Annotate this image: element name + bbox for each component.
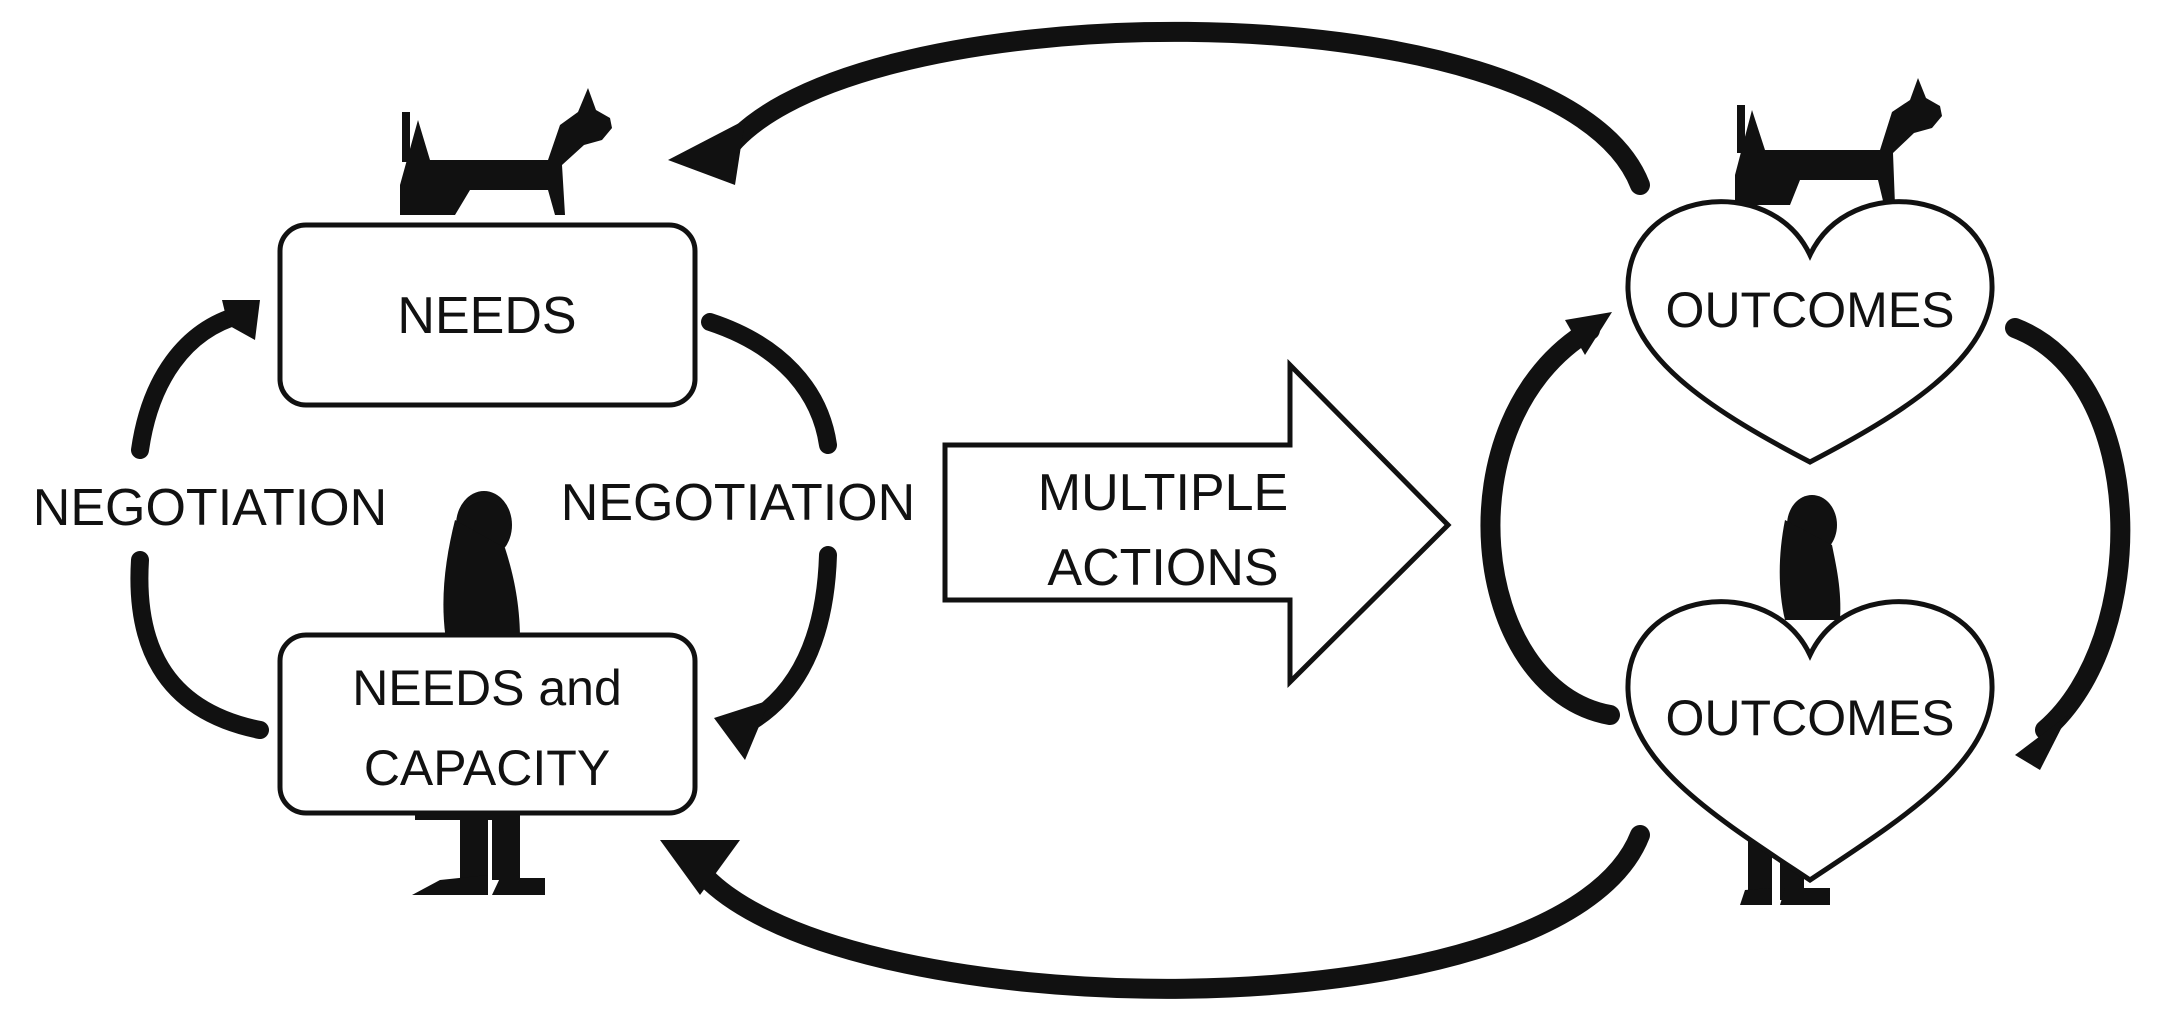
multiple-actions-line1: MULTIPLE (1038, 464, 1288, 522)
dog-silhouette-icon (1735, 78, 1942, 205)
left-negotiation-upper-arc (131, 306, 249, 459)
right-negotiation-upper-arc (701, 313, 837, 454)
left-negotiation-lower-arc (130, 551, 269, 739)
dog-silhouette-icon (400, 88, 612, 215)
multiple-actions-arrow (942, 358, 1452, 689)
outcomes-top-label: OUTCOMES (1666, 282, 1955, 338)
outcomes-heart-top (1625, 199, 1995, 465)
right-loop-arrowhead (714, 700, 770, 760)
outcomes-left-arrowhead (1565, 312, 1612, 355)
needs-capacity-box (277, 632, 698, 816)
left-negotiation-label: NEGOTIATION (33, 479, 387, 537)
top-feedback-arrow (710, 21, 1650, 195)
needs-capacity-line1: NEEDS and (352, 660, 622, 716)
bottom-arrowhead (660, 840, 740, 895)
bottom-feedback-arrow (685, 825, 1650, 999)
needs-capacity-line2: CAPACITY (364, 740, 610, 796)
right-negotiation-lower-arc (726, 546, 837, 739)
outcomes-right-loop-arrow (2005, 318, 2131, 740)
top-arrowhead (668, 120, 745, 185)
multiple-actions-line2: ACTIONS (1047, 539, 1278, 597)
outcomes-heart-bottom (1625, 599, 1995, 884)
needs-box (277, 222, 698, 408)
outcomes-bottom-label: OUTCOMES (1666, 690, 1955, 746)
outcomes-left-loop-arrow (1480, 320, 1620, 725)
outcomes-right-arrowhead (2015, 715, 2068, 770)
left-loop-arrowhead (222, 300, 260, 340)
needs-label: NEEDS (397, 287, 576, 345)
right-negotiation-label: NEGOTIATION (561, 474, 915, 532)
